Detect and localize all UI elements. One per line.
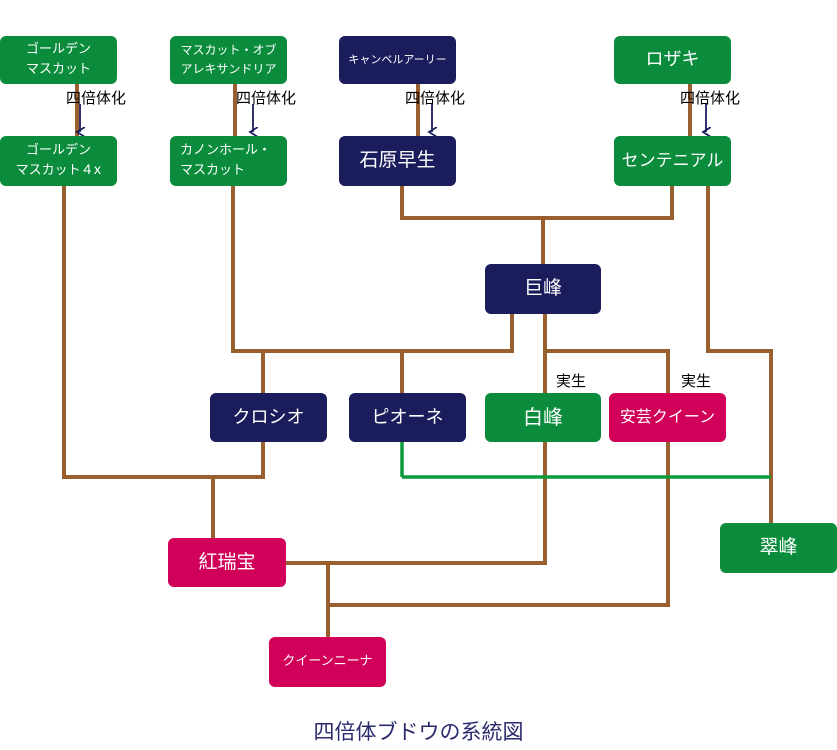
tetraploid-label: 四倍体化 <box>680 89 741 107</box>
lineage-lines <box>62 82 773 639</box>
node-kyoho: 巨峰 <box>485 264 601 314</box>
node-ishihara-wase: 石原早生 <box>339 136 456 186</box>
diagram-caption: 四倍体ブドウの系統図 <box>313 720 524 744</box>
tetraploid-label: 四倍体化 <box>405 89 466 107</box>
node-aki-queen: 安芸クイーン <box>609 393 726 442</box>
node-campbell-early: キャンベルアーリー <box>339 36 456 84</box>
tetraploid-arrows <box>80 104 706 132</box>
node-suiho: 翠峰 <box>720 523 837 573</box>
node-golden-muscat: ゴールデン マスカット <box>0 36 117 84</box>
node-hakuho: 白峰 <box>485 393 601 442</box>
seedling-label: 実生 <box>681 372 712 390</box>
tetraploid-label: 四倍体化 <box>236 89 297 107</box>
node-rosaki: ロザキ <box>614 36 731 84</box>
seedling-label: 実生 <box>556 372 587 390</box>
node-benizuiho: 紅瑞宝 <box>168 538 286 587</box>
node-centennial: センテニアル <box>614 136 731 186</box>
pione-suiho-line <box>400 442 771 479</box>
node-muscat-of-alexandria: マスカット・オブ アレキサンドリア <box>170 36 287 84</box>
node-canon-hall-muscat: カノンホール・ マスカット <box>170 136 287 186</box>
node-queen-nina: クイーンニーナ <box>269 637 386 687</box>
tetraploid-label: 四倍体化 <box>66 89 127 107</box>
node-pione: ピオーネ <box>349 393 466 442</box>
node-golden-muscat-4x: ゴールデン マスカット４x <box>0 136 117 186</box>
node-kuroshio: クロシオ <box>210 393 327 442</box>
